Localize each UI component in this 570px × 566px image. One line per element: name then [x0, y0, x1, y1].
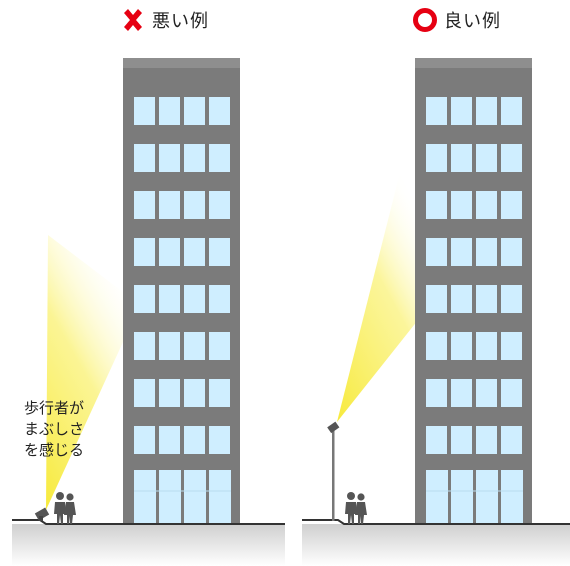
building-window — [501, 144, 522, 172]
good-example-label: 良い例 — [444, 11, 501, 32]
building-window — [476, 285, 497, 313]
bad-example-label: 悪い例 — [152, 11, 209, 32]
building-window — [159, 238, 180, 266]
building-window — [451, 238, 472, 266]
building-window — [476, 97, 497, 125]
building-window — [209, 97, 230, 125]
building-window — [184, 238, 205, 266]
building-window — [134, 144, 155, 172]
building-window — [134, 191, 155, 219]
building-window — [209, 191, 230, 219]
ground-right — [302, 524, 570, 566]
good-example-title: 良い例 — [412, 6, 501, 34]
building-window — [426, 285, 447, 313]
building-window — [501, 426, 522, 454]
building-window — [476, 379, 497, 407]
building-window — [501, 285, 522, 313]
building-window — [134, 379, 155, 407]
building-window — [451, 97, 472, 125]
pedestrians-left — [54, 492, 76, 524]
building-window — [451, 144, 472, 172]
building-window — [184, 144, 205, 172]
building-window — [209, 426, 230, 454]
upward-light-beam — [337, 125, 418, 422]
building-window — [209, 332, 230, 360]
building-window — [159, 144, 180, 172]
building-window — [159, 285, 180, 313]
building-window — [426, 97, 447, 125]
building-window — [184, 332, 205, 360]
building-window — [159, 332, 180, 360]
building-window — [209, 238, 230, 266]
good-panel — [302, 58, 570, 566]
building-window — [134, 238, 155, 266]
ground-left — [12, 524, 285, 566]
building-window — [451, 379, 472, 407]
building-window — [209, 144, 230, 172]
building-window — [134, 332, 155, 360]
floodlight-fixture — [34, 507, 50, 521]
building-window — [501, 332, 522, 360]
building-window — [426, 238, 447, 266]
building-window — [426, 332, 447, 360]
ground-line-left — [12, 519, 285, 525]
cross-icon — [124, 9, 142, 31]
building-window — [134, 426, 155, 454]
building-left — [123, 58, 240, 524]
building-window — [184, 285, 205, 313]
building-window — [134, 285, 155, 313]
entrance-glass — [426, 470, 523, 524]
glare-note: 歩行者が まぶしさ を感じる — [24, 399, 85, 459]
building-window — [476, 238, 497, 266]
building-window — [476, 426, 497, 454]
building-window — [134, 97, 155, 125]
building-window — [184, 426, 205, 454]
building-window — [184, 379, 205, 407]
bad-example-title: 悪い例 — [120, 6, 209, 34]
building-right — [415, 58, 532, 524]
bad-panel — [12, 58, 285, 566]
building-window — [501, 379, 522, 407]
building-window — [476, 191, 497, 219]
building-window — [184, 97, 205, 125]
building-window — [159, 191, 180, 219]
building-window — [476, 144, 497, 172]
glare-light-beam — [46, 235, 140, 510]
pole-light — [327, 421, 340, 521]
building-window — [451, 426, 472, 454]
building-window — [501, 191, 522, 219]
circle-icon — [413, 8, 437, 32]
building-window — [476, 332, 497, 360]
building-window — [426, 379, 447, 407]
building-window — [451, 191, 472, 219]
building-window — [209, 285, 230, 313]
building-window — [451, 285, 472, 313]
building-window — [159, 97, 180, 125]
building-window — [426, 426, 447, 454]
building-window — [209, 379, 230, 407]
building-window — [451, 332, 472, 360]
building-window — [426, 144, 447, 172]
building-window — [184, 191, 205, 219]
building-window — [159, 379, 180, 407]
building-window — [501, 97, 522, 125]
building-window — [159, 426, 180, 454]
building-window — [426, 191, 447, 219]
ground-line-right — [302, 519, 570, 525]
entrance-glass — [134, 470, 231, 524]
building-window — [501, 238, 522, 266]
pedestrians-right — [345, 492, 367, 524]
